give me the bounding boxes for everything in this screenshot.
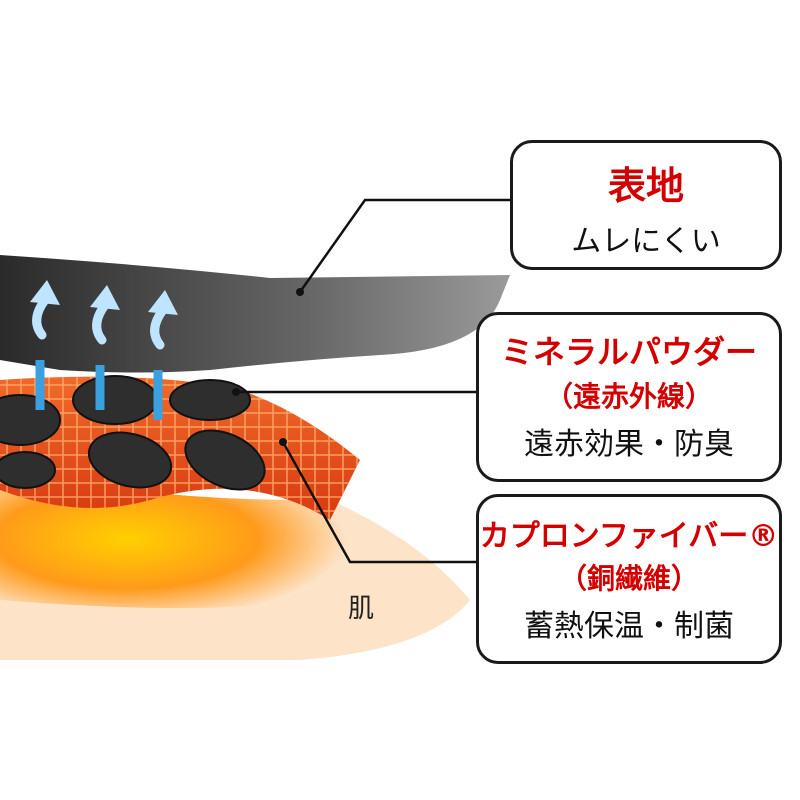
layer-title: 表地	[607, 164, 684, 208]
layer-effect: 蓄熱保温・制菌	[524, 609, 734, 644]
layer-effect: 遠赤効果・防臭	[524, 427, 734, 462]
label-mineral-powder: ミネラルパウダー （遠赤外線） 遠赤効果・防臭	[476, 312, 782, 482]
layer-title: カプロンファイバー®	[479, 519, 779, 554]
leader-lines	[236, 198, 512, 564]
label-capron-fiber: カプロンファイバー® （銅繊維） 蓄熱保温・制菌	[476, 494, 782, 664]
mineral-particles	[0, 375, 266, 491]
skin-label: 肌	[348, 594, 375, 624]
layer-title: ミネラルパウダー	[500, 333, 757, 371]
vapor-arrows	[30, 280, 178, 420]
layer-effect: ムレにくい	[571, 224, 721, 259]
mineral-mesh-layer	[0, 375, 360, 520]
label-outer-fabric: 表地 ムレにくい	[510, 140, 782, 270]
layer-subtitle: （銅繊維）	[558, 562, 699, 595]
leader-dots	[232, 288, 304, 446]
layer-subtitle: （遠赤外線）	[544, 380, 713, 413]
outer-fabric-layer	[0, 255, 510, 373]
